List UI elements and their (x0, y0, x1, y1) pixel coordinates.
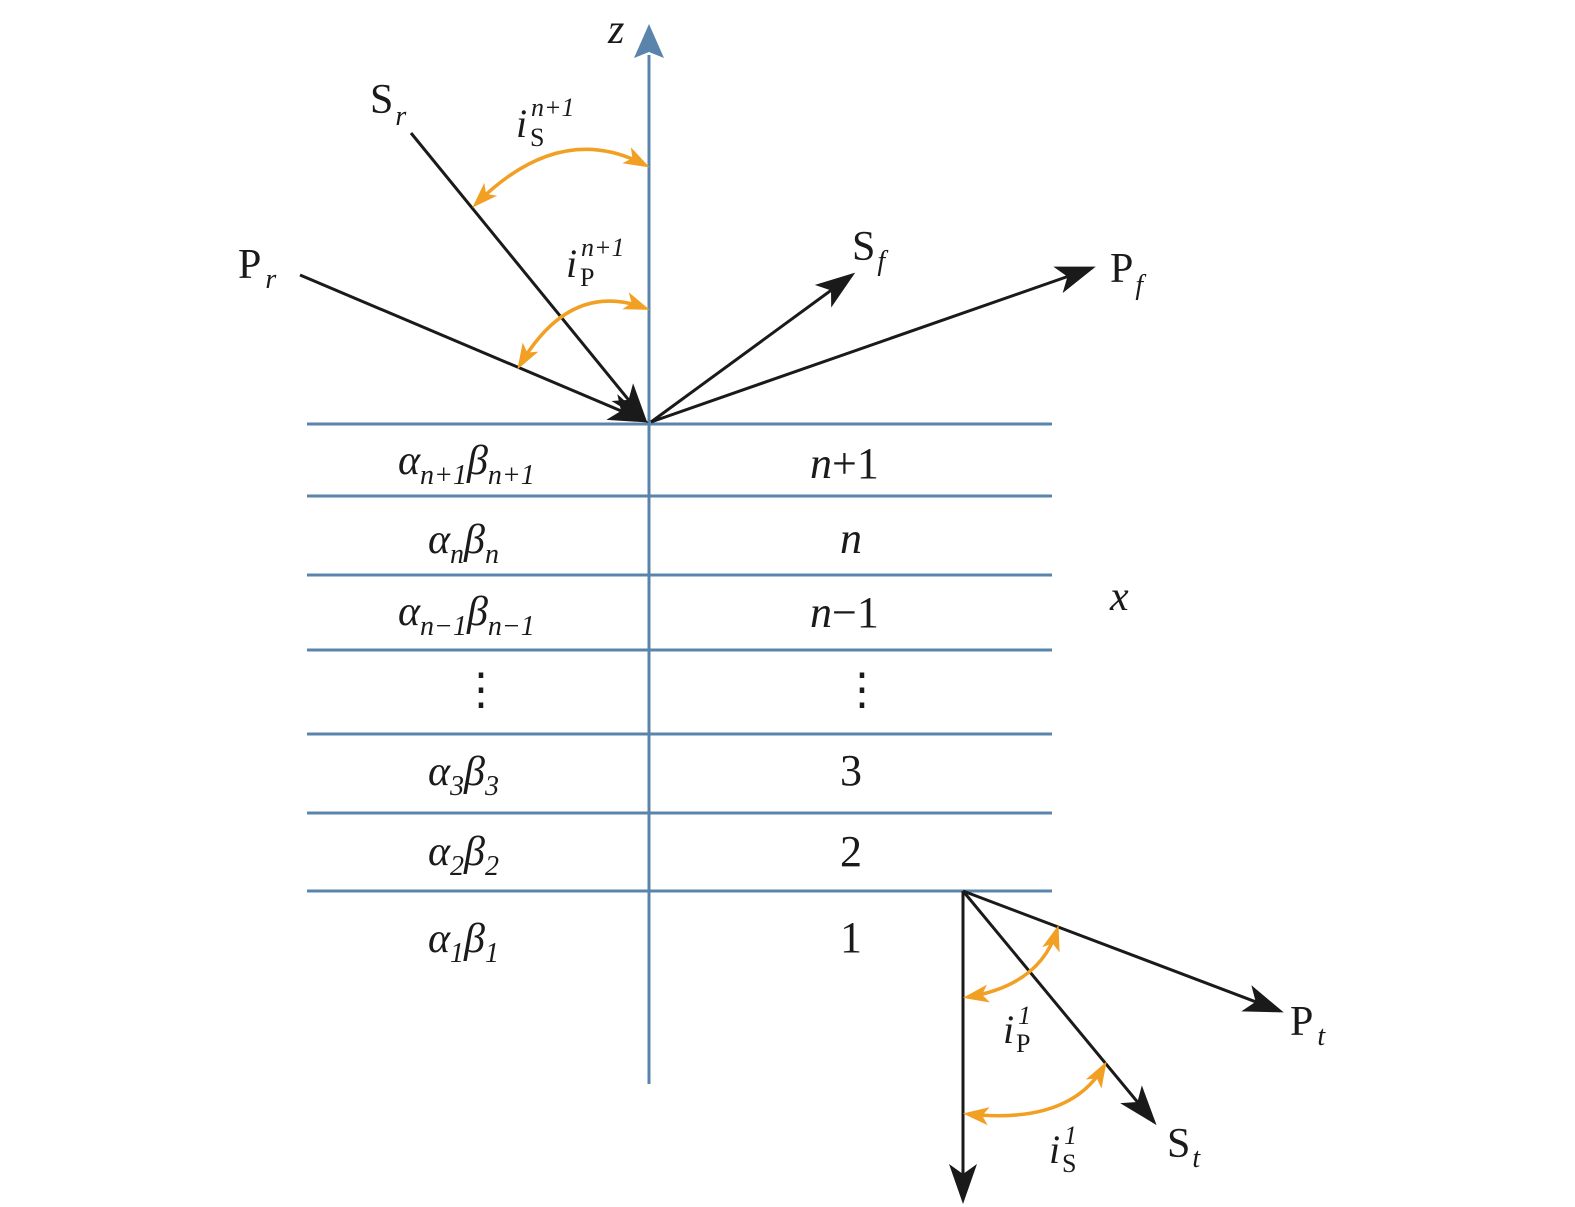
layer-params: α2β2 (428, 829, 499, 882)
svg-text:S: S (1062, 1149, 1076, 1178)
ray-s-f (650, 272, 856, 424)
layer-params: α3β3 (428, 749, 499, 802)
layer-index: n (840, 514, 862, 563)
layer-rows: αn+1βn+1 n+1 αnβn n αn−1βn−1 n−1 ⋮ ⋮ α3β… (398, 438, 884, 969)
svg-text:i: i (566, 241, 577, 286)
arc-is-top (472, 147, 650, 208)
layer-index: 3 (840, 746, 862, 795)
layer-index: ⋮ (840, 665, 884, 714)
svg-text:i: i (1003, 1007, 1014, 1052)
layer-index: n+1 (810, 439, 879, 488)
svg-text:S: S (530, 123, 544, 152)
label-s-f: Sf (852, 224, 888, 277)
z-axis-label: z (607, 7, 624, 53)
x-axis-label: x (1109, 574, 1129, 620)
layer-params: αn+1βn+1 (398, 438, 535, 491)
layer-params: ⋮ (459, 665, 503, 714)
svg-text:i: i (516, 101, 527, 146)
layer-params: αnβn (428, 517, 499, 570)
layer-index: n−1 (810, 588, 879, 637)
label-angle-ip-top: i n+1 P (566, 233, 625, 292)
layer-params: α1β1 (428, 916, 499, 969)
layer-params: αn−1βn−1 (398, 589, 535, 642)
label-s-r: Sr (370, 77, 406, 132)
svg-text:1: 1 (1018, 1001, 1031, 1030)
label-p-f: Pf (1110, 246, 1146, 301)
svg-text:P: P (1016, 1029, 1030, 1058)
svg-text:1: 1 (1064, 1121, 1077, 1150)
svg-text:n+1: n+1 (581, 233, 625, 262)
layer-index: 1 (840, 913, 862, 962)
top-rays (299, 132, 1096, 424)
arc-ip-top (517, 292, 650, 370)
z-axis: z (607, 7, 664, 1084)
label-angle-is-top: i n+1 S (516, 93, 575, 152)
label-s-t: St (1167, 1121, 1201, 1174)
arc-ip-bottom (962, 925, 1060, 1003)
ray-p-t (962, 889, 1284, 1013)
svg-text:P: P (580, 263, 594, 292)
label-angle-is-bottom: i 1 S (1049, 1121, 1077, 1178)
ray-s-r (409, 132, 648, 424)
ray-p-r (299, 273, 649, 423)
svg-text:n+1: n+1 (531, 93, 575, 122)
layer-boundaries (307, 422, 1052, 893)
layer-index: 2 (840, 827, 862, 876)
arc-is-bottom (962, 1061, 1107, 1126)
z-axis-arrowhead (634, 24, 664, 58)
angle-labels: i n+1 S i n+1 P i 1 P i 1 S (516, 93, 1077, 1178)
label-angle-ip-bottom: i 1 P (1003, 1001, 1031, 1058)
ray-p-f (650, 266, 1096, 424)
angle-arcs (472, 147, 1107, 1126)
svg-text:i: i (1049, 1127, 1060, 1172)
